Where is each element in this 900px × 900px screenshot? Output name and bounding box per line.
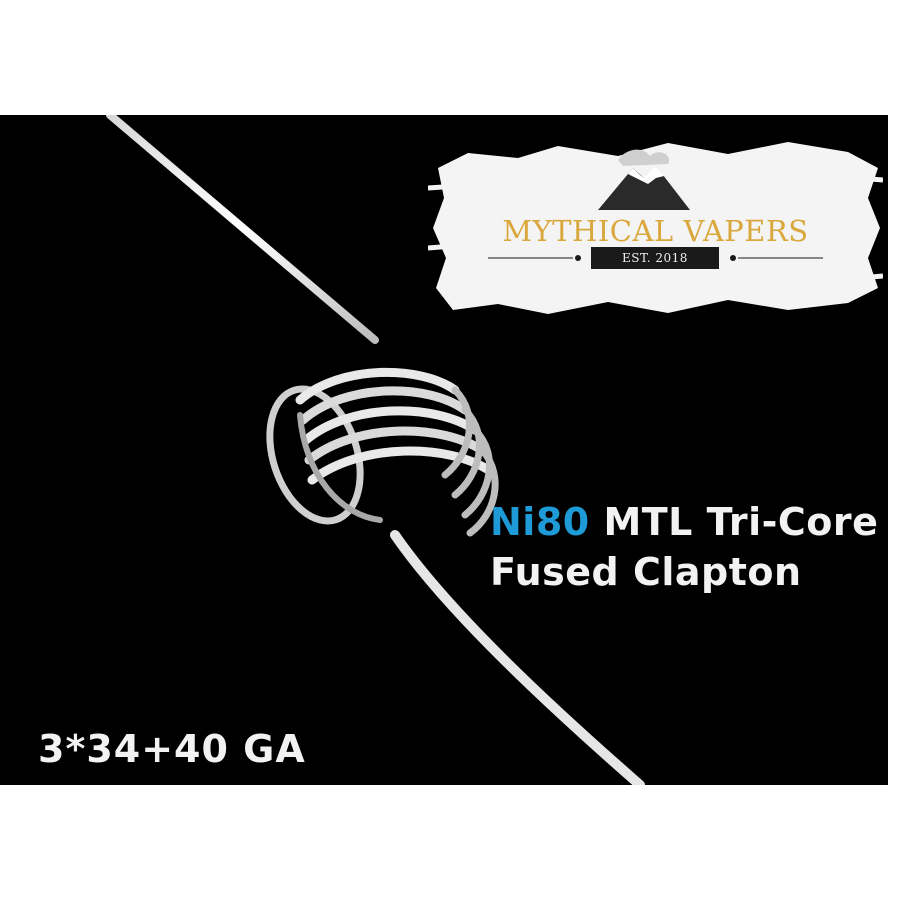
- headline-line-1: Ni80 MTL Tri-Core: [490, 497, 878, 547]
- mountain-icon: [598, 166, 690, 210]
- headline-line-1-rest: MTL Tri-Core: [589, 500, 879, 544]
- coil-illustration: [106, 115, 645, 785]
- brand-logo: MYTHICAL VAPERS EST. 2018: [427, 128, 884, 328]
- coil-wraps: [266, 367, 499, 537]
- material-name: Ni80: [490, 500, 590, 544]
- brand-name: MYTHICAL VAPERS: [502, 214, 809, 248]
- gauge-spec: 3*34+40 GA: [38, 727, 306, 771]
- lower-wire: [390, 530, 645, 785]
- logo-brush-background: [427, 142, 884, 314]
- upper-wire: [106, 115, 379, 344]
- established-badge: EST. 2018: [591, 247, 719, 269]
- product-headline: Ni80 MTL Tri-Core Fused Clapton: [490, 497, 878, 597]
- headline-line-2: Fused Clapton: [490, 550, 802, 594]
